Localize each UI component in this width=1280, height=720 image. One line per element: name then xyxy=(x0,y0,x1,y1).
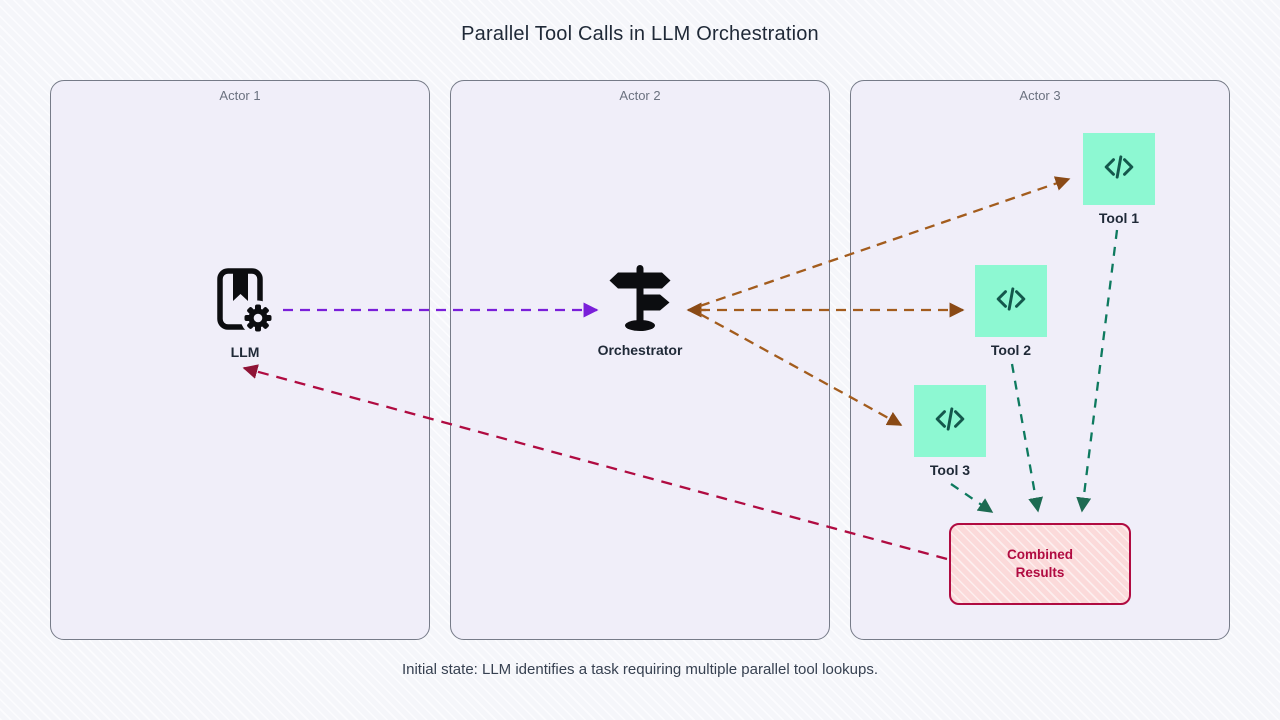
combined-results-label-line2: Results xyxy=(1015,565,1065,580)
llm-node: LLM xyxy=(195,266,295,360)
code-icon xyxy=(928,397,972,446)
actor-panel-1: Actor 1 xyxy=(50,80,430,640)
code-icon xyxy=(989,277,1033,326)
tool-2-node: Tool 2 xyxy=(956,265,1066,358)
tool-1-node: Tool 1 xyxy=(1064,133,1174,226)
signpost-icon xyxy=(608,264,672,337)
combined-results-label-line1: Combined xyxy=(1007,547,1073,563)
tool-2-label: Tool 2 xyxy=(990,342,1032,358)
actor-2-label: Actor 2 xyxy=(619,88,661,103)
combined-results-node: Combined Results xyxy=(949,523,1131,605)
tool-3-node: Tool 3 xyxy=(895,385,1005,478)
page-title: Parallel Tool Calls in LLM Orchestration xyxy=(461,23,819,45)
tool-3-label: Tool 3 xyxy=(929,462,971,478)
orchestrator-label: Orchestrator xyxy=(597,342,683,358)
book-gear-icon xyxy=(213,266,277,339)
tool-1-box xyxy=(1083,133,1155,205)
tool-1-label: Tool 1 xyxy=(1098,210,1140,226)
caption-text: Initial state: LLM identifies a task req… xyxy=(401,661,879,678)
llm-label: LLM xyxy=(230,344,260,360)
code-icon xyxy=(1097,145,1141,194)
tool-2-box xyxy=(975,265,1047,337)
orchestrator-node: Orchestrator xyxy=(580,264,700,358)
actor-panel-2: Actor 2 xyxy=(450,80,830,640)
actor-3-label: Actor 3 xyxy=(1019,88,1061,103)
actor-1-label: Actor 1 xyxy=(219,88,261,103)
tool-3-box xyxy=(914,385,986,457)
